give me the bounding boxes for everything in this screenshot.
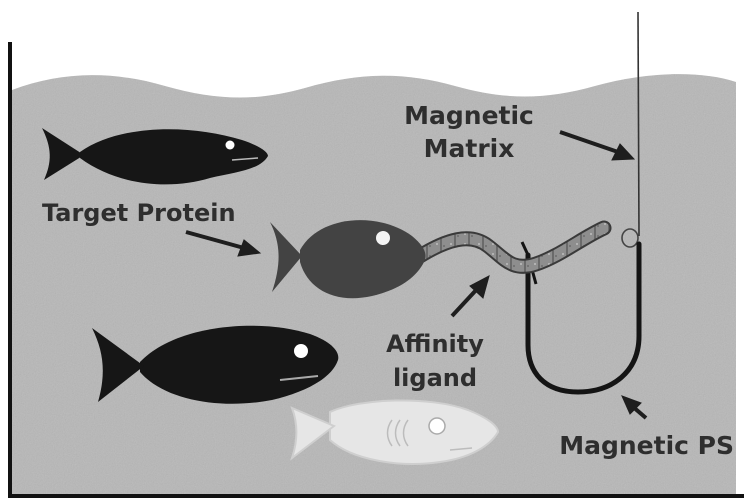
label-magnetic-ps: Magnetic PS xyxy=(559,431,734,460)
label-magnetic-matrix-line1: Magnetic xyxy=(404,101,534,130)
fish-eye xyxy=(226,141,235,150)
fish-eye xyxy=(376,231,390,245)
label-affinity-ligand-line2: ligand xyxy=(393,364,477,392)
fish-eye xyxy=(429,418,445,434)
label-magnetic-matrix-line2: Matrix xyxy=(424,134,515,163)
fishing-line xyxy=(638,12,639,236)
fish-eye xyxy=(294,344,308,358)
label-affinity-ligand-line1: Affinity xyxy=(386,330,484,358)
label-target-protein: Target Protein xyxy=(42,199,236,227)
